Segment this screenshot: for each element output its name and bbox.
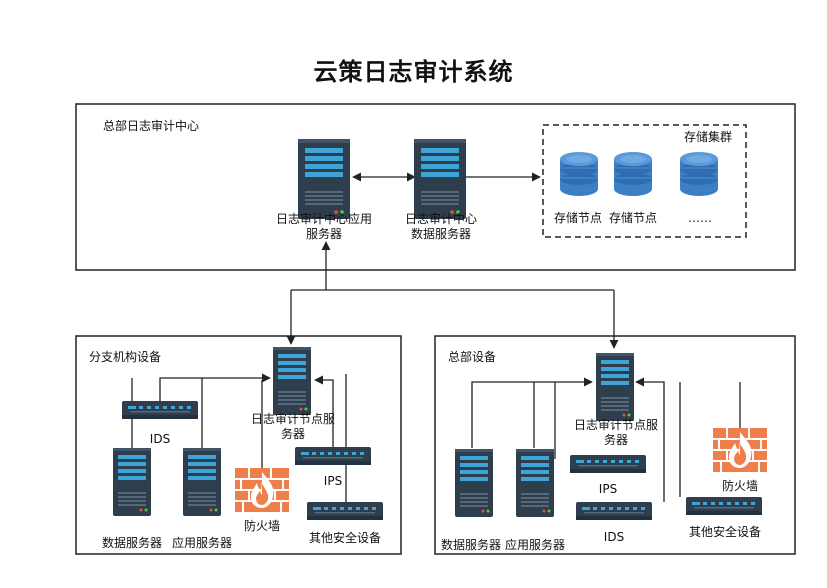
hq-data-server-icon [455, 449, 493, 517]
hq-node-server-icon [596, 353, 634, 421]
hq-center-data-server-label: 日志审计中心数据服务器 [404, 212, 477, 241]
hq-ips-icon [570, 455, 646, 473]
connectors [131, 172, 741, 502]
hq-ids-label: IDS [603, 530, 625, 544]
branch-firewall-icon [234, 467, 290, 513]
hq-app-server-label: 应用服务器 [504, 538, 565, 552]
hq-node-server-label: 日志审计节点服务器 [573, 418, 658, 447]
hq-center-app-server-label: 日志审计中心应用服务器 [276, 212, 373, 241]
storage-node-1-icon [560, 152, 598, 196]
branch-other-device-icon [307, 502, 383, 520]
hq-center-app-server-icon [298, 139, 350, 219]
hq-devices-label: 总部设备 [448, 350, 497, 364]
page-title: 云策日志审计系统 [313, 58, 514, 86]
branch-data-server-icon [113, 448, 151, 516]
hq-center-label: 总部日志审计中心 [103, 119, 200, 133]
hq-other-device-label: 其他安全设备 [688, 525, 761, 539]
branch-app-server-icon [183, 448, 221, 516]
storage-node-1-label: 存储节点 [553, 211, 602, 225]
hq-ids-icon [576, 502, 652, 520]
branch-label: 分支机构设备 [89, 350, 162, 364]
storage-node-3-icon [680, 152, 718, 196]
storage-cluster-label: 存储集群 [683, 130, 732, 144]
hq-ips-label: IPS [598, 482, 618, 496]
hq-data-server-label: 数据服务器 [440, 538, 501, 552]
hq-firewall-icon [712, 427, 768, 473]
branch-ips-link [314, 375, 334, 447]
branch-ips-icon [295, 447, 371, 465]
hq-firewall-label: 防火墙 [721, 479, 758, 493]
storage-node-more-label: …… [688, 211, 712, 225]
branch-data-server-label: 数据服务器 [101, 536, 162, 550]
branch-ids-icon [122, 401, 198, 419]
hq-devices-box [434, 335, 796, 555]
branch-node-server-label: 日志审计节点服务器 [250, 412, 335, 441]
hq-other-device-icon [686, 497, 762, 515]
storage-cluster-box [542, 124, 747, 238]
branch-firewall-label: 防火墙 [243, 519, 280, 533]
hq-center-data-server-icon [414, 139, 466, 219]
hq-center-box [75, 103, 796, 271]
storage-node-2-icon [614, 152, 652, 196]
hq-app-server-icon [516, 449, 554, 517]
hq-data-link [471, 377, 593, 448]
branch-box [75, 335, 402, 555]
branch-ids-link [159, 373, 271, 401]
branch-app-server-label: 应用服务器 [171, 536, 232, 550]
hq-ids-link [635, 377, 665, 502]
branch-other-device-label: 其他安全设备 [308, 531, 381, 545]
branch-ips-label: IPS [323, 474, 343, 488]
storage-node-2-label: 存储节点 [608, 211, 657, 225]
branch-node-server-icon [273, 347, 311, 415]
branch-ids-label: IDS [149, 432, 171, 446]
